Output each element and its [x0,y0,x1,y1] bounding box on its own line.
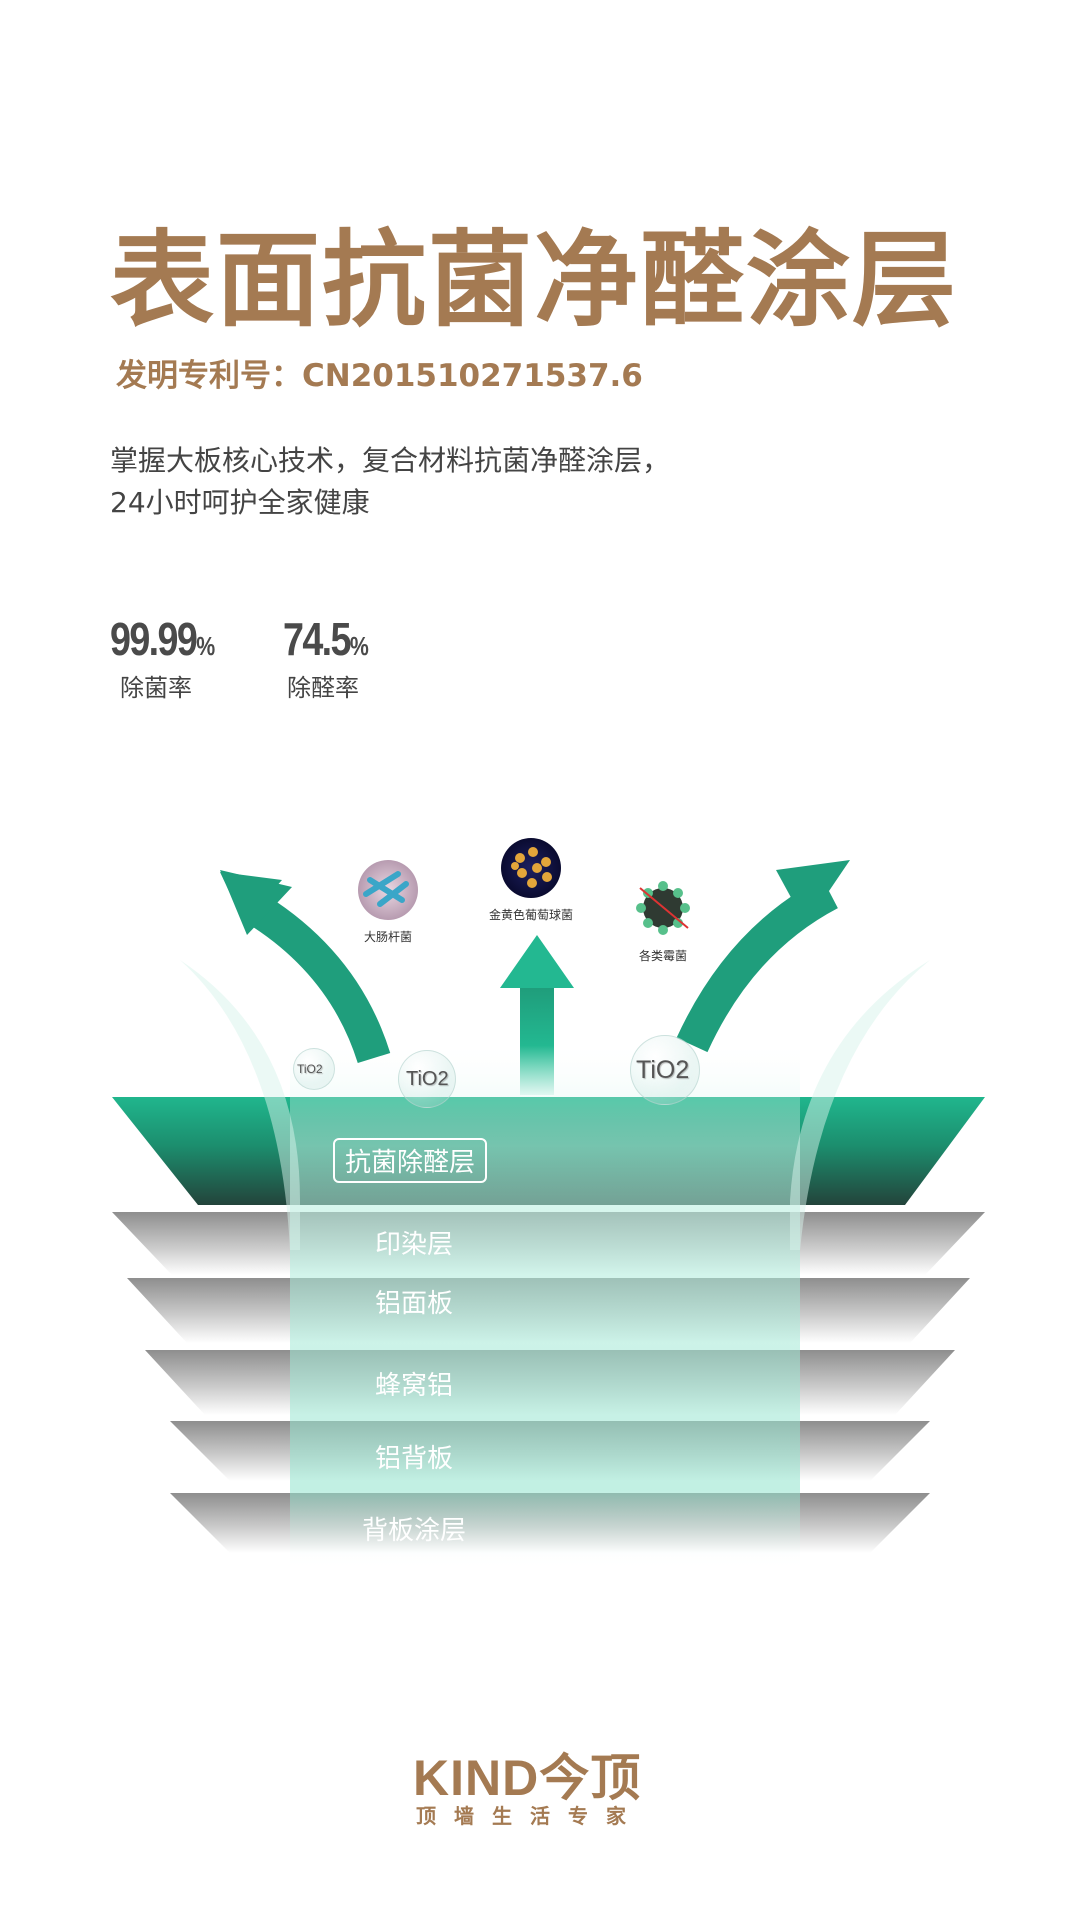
mold-icon [636,881,690,935]
tio2-label-small: TiO2 [297,1062,323,1076]
patent-number: 发明专利号：CN201510271537.6 [116,358,643,394]
staphylococcus-label: 金黄色葡萄球菌 [488,908,573,922]
layer-label-backing-coating: 背板涂层 [361,1516,466,1546]
arrow-left-head [220,870,292,935]
layer-label-antibacterial: 抗菌除醛层 [333,1138,488,1183]
arrow-center-head [500,935,574,988]
page-title: 表面抗菌净醛涂层 [110,219,959,341]
glow-right-wing [790,960,930,1250]
layer-label-aluminum-back: 铝背板 [374,1444,453,1474]
tio2-bubble-large [630,1035,700,1105]
description-line-2: 24小时呵护全家健康 [110,486,370,519]
stat-formaldehyde: 74.5% [283,612,388,666]
e-coli-label: 大肠杆菌 [363,930,412,944]
stat-sterilization-value: 99.99% [110,613,216,665]
staphylococcus-icon [501,838,561,898]
arrow-left-body [248,895,391,1064]
mold-label: 各类霉菌 [638,949,687,963]
tio2-label-large: TiO2 [636,1056,690,1084]
tio2-bubble-medium [398,1050,456,1108]
layer-label-print: 印染层 [374,1230,453,1260]
description-line-1: 掌握大板核心技术，复合材料抗菌净醛涂层， [110,444,671,477]
tio2-bubble-small [293,1048,335,1090]
glow-column [290,1040,800,1570]
arrow-center-body [520,985,554,1095]
layer-label-aluminum-face: 铝面板 [374,1289,453,1319]
stat-sterilization-label: 除菌率 [120,674,192,702]
brand-logo: KIND今顶 [413,1750,642,1806]
stat-sterilization: 99.99% [110,612,238,666]
brand-slogan: 顶墙生活专家 [416,1804,644,1828]
arrow-right-head [776,860,850,925]
glow-left-wing [180,960,300,1250]
description: 掌握大板核心技术，复合材料抗菌净醛涂层， 24小时呵护全家健康 [110,440,670,524]
tio2-label-medium: TiO2 [406,1068,449,1090]
layer-label-honeycomb: 蜂窝铝 [374,1371,453,1401]
stat-formaldehyde-value: 74.5% [283,613,369,665]
stat-formaldehyde-label: 除醛率 [287,674,359,702]
